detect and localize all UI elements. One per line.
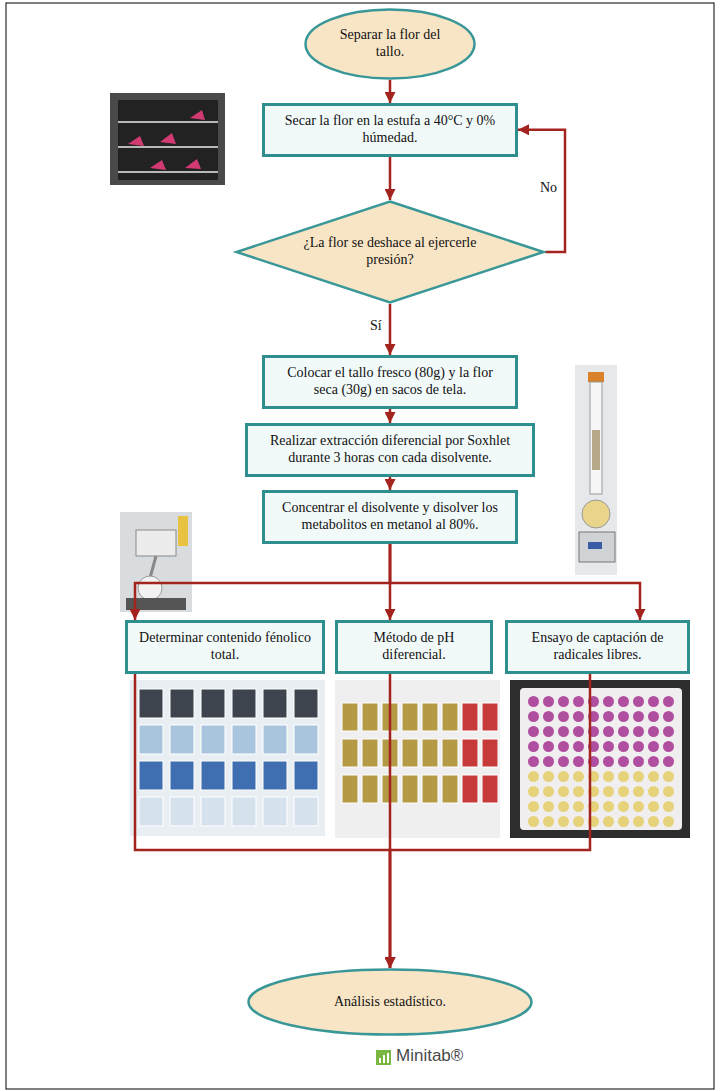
rotavapor-tube (178, 516, 188, 546)
node-text: Método de pH diferencial. (348, 630, 480, 664)
cuvette-row (136, 686, 322, 722)
flow-arrow (135, 674, 390, 968)
cuvette-row (136, 722, 322, 758)
icon-square (376, 1050, 391, 1065)
figure-frame (6, 3, 714, 1089)
start-ellipse: Separar la flor del tallo. (304, 8, 476, 80)
purple-wells (526, 694, 676, 769)
soxhlet-flask (582, 500, 610, 528)
rotavapor-photo (120, 512, 192, 612)
end-ellipse: Análisis estadístico. (247, 968, 533, 1036)
photo-ground (335, 680, 500, 838)
oven-rack (118, 146, 218, 148)
hot-plate-display (588, 542, 602, 549)
rotavapor-arm (150, 556, 156, 578)
node-text: Análisis estadístico. (290, 994, 490, 1011)
ellipse-shape (306, 10, 475, 79)
flower-sample (185, 159, 201, 169)
flow-arrow (390, 544, 640, 620)
photo-ground (510, 680, 690, 838)
cuvette-block (340, 700, 460, 808)
soxhlet-photo (575, 365, 617, 575)
cuvette-row (136, 794, 322, 830)
flow-arrow (135, 544, 390, 620)
rotavapor-flask (138, 576, 162, 600)
node-text: Concentrar el disolvente y disolver los … (275, 500, 505, 534)
cuvette-block (460, 700, 500, 808)
node-text: Separar la flor del tallo. (330, 27, 450, 61)
node-text: ¿La flor se deshace al ejercerle presión… (295, 235, 485, 269)
oven-rack (118, 121, 218, 123)
oven-interior (118, 100, 218, 180)
oven-body (110, 93, 225, 185)
well-plate (520, 688, 682, 830)
process-box: Realizar extracción diferencial por Soxh… (245, 423, 535, 477)
flower-sample (128, 136, 144, 146)
flow-arrow (389, 409, 392, 423)
photo-ground (120, 512, 192, 612)
soxhlet-thimble (592, 430, 600, 470)
ph-cuvettes-photo (335, 680, 500, 838)
soxhlet-clamp (588, 372, 604, 382)
photo-ground (575, 365, 617, 575)
decision-diamond: ¿La flor se deshace al ejercerle presión… (235, 200, 545, 304)
process-box: Método de pH diferencial. (335, 620, 493, 674)
cuvette-row (136, 758, 322, 794)
photo-ground (130, 680, 325, 836)
software-logo-text: Minitab® (396, 1046, 463, 1066)
icon-bar (379, 1058, 381, 1063)
node-text: Secar la flor en la estufa a 40°C y 0% h… (275, 113, 505, 147)
minitab-icon (376, 1050, 391, 1065)
node-text: Determinar contenido fénolico total. (138, 630, 312, 664)
oven-photo (110, 93, 225, 185)
dpph-plate-photo (510, 680, 690, 838)
icon-bar (383, 1055, 385, 1063)
flow-arrow (518, 130, 565, 252)
ellipse-shape (249, 970, 532, 1035)
soxhlet-column (590, 382, 602, 494)
flow-arrow (390, 674, 590, 968)
node-text: Colocar el tallo fresco (80g) y la flor … (275, 365, 505, 399)
yellow-wells (526, 769, 676, 829)
folin-cuvettes-photo (130, 680, 325, 836)
flower-sample (150, 160, 166, 170)
rotavapor-head (136, 530, 176, 556)
diamond-shape (237, 202, 544, 303)
process-box: Determinar contenido fénolico total. (125, 620, 325, 674)
flow-arrow (389, 157, 392, 200)
flow-arrow (389, 477, 392, 490)
flow-arrow (389, 80, 392, 103)
flower-sample (160, 133, 176, 144)
node-text: Ensayo de captación de radicales libres. (518, 630, 677, 664)
process-box: Ensayo de captación de radicales libres. (505, 620, 690, 674)
flower-sample (190, 110, 205, 120)
icon-bar (387, 1053, 389, 1063)
process-box: Colocar el tallo fresco (80g) y la flor … (262, 355, 518, 409)
process-box: Secar la flor en la estufa a 40°C y 0% h… (262, 103, 518, 157)
process-box: Concentrar el disolvente y disolver los … (262, 490, 518, 544)
node-text: Realizar extracción diferencial por Soxh… (258, 433, 522, 467)
branch-label: Sí (368, 318, 384, 335)
flow-arrow (389, 304, 392, 355)
hot-plate (579, 532, 615, 562)
branch-label: No (538, 180, 559, 197)
oven-rack (118, 171, 218, 173)
